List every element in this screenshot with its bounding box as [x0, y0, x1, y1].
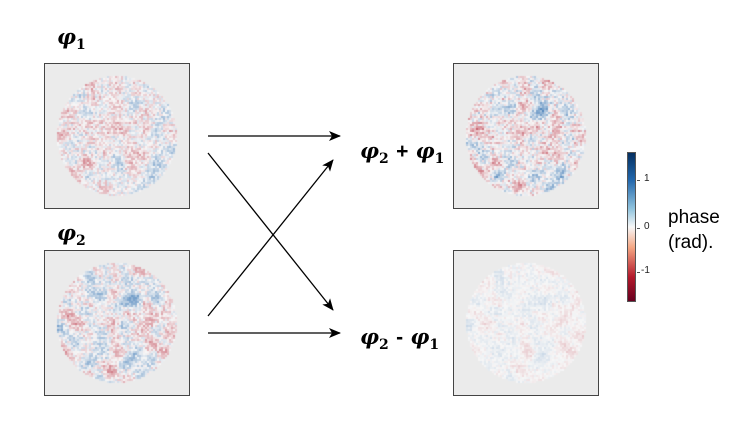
phi1-label: φ1: [57, 24, 86, 54]
colorbar-title: phase (rad).: [668, 205, 720, 255]
colorbar-tickmark: [637, 228, 640, 229]
colorbar-title-line1: phase: [668, 207, 720, 228]
difference-phase-map: [453, 250, 599, 396]
arrow-phi2-to-sum: [207, 159, 334, 317]
colorbar-tickmark: [637, 272, 640, 273]
arrow-phi1-to-diff: [207, 152, 334, 311]
colorbar: [627, 152, 636, 302]
colorbar-tick-label: 1: [644, 173, 650, 184]
difference-label: φ2 - φ1: [360, 324, 440, 354]
colorbar-tick-label: 0: [644, 221, 650, 232]
sum-label: φ2 + φ1: [360, 138, 445, 168]
colorbar-tickmark: [637, 180, 640, 181]
colorbar-title-line2: (rad).: [668, 232, 714, 253]
colorbar-tick-label: -1: [641, 265, 650, 276]
phi1-phase-map: [44, 63, 190, 209]
phi2-phase-map: [44, 250, 190, 396]
sum-phase-map: [453, 63, 599, 209]
phi2-label: φ2: [57, 220, 86, 250]
